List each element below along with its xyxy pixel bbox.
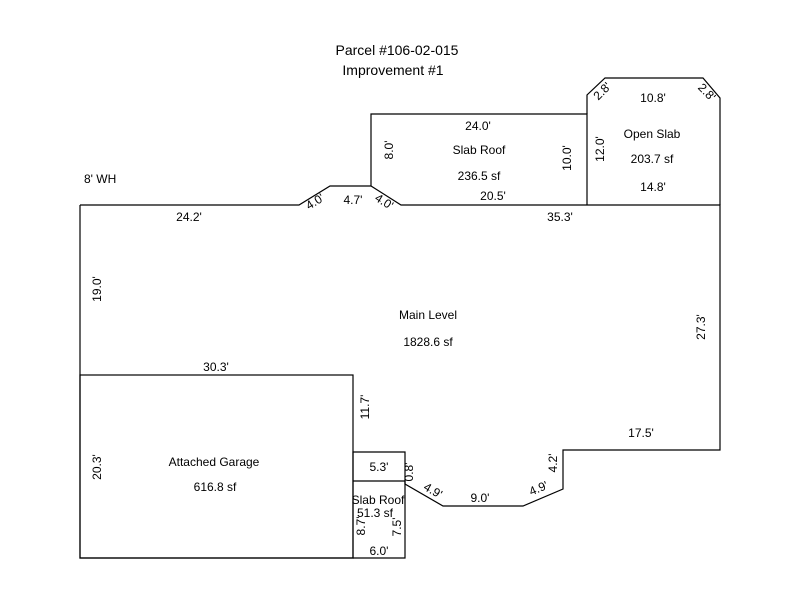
dim-open-slab-top: 10.8': [640, 91, 666, 105]
dim-open-slab-left: 12.0': [593, 136, 607, 162]
dim-slab-roof-right: 10.0': [560, 145, 574, 171]
parcel-title: Parcel #106-02-015: [336, 42, 459, 58]
dim-main-top-right: 35.3': [547, 210, 573, 224]
dim-small-slab-step: 0.8': [402, 463, 416, 482]
slab-roof-top-outline: [370, 113, 588, 205]
main-level-area: 1828.6 sf: [403, 335, 453, 349]
slab-roof-top-area: 236.5 sf: [458, 169, 501, 183]
dim-main-left: 19.0': [90, 276, 104, 302]
dim-small-slab-left: 8.7': [354, 517, 368, 536]
dim-garage-top: 30.3': [203, 360, 229, 374]
dim-small-slab-right: 7.5': [390, 518, 404, 537]
small-slab-roof-area: 51.3 sf: [357, 506, 394, 520]
improvement-subtitle: Improvement #1: [342, 62, 443, 78]
dim-main-right: 27.3': [694, 314, 708, 340]
dim-main-top-left: 24.2': [176, 210, 202, 224]
garage-area: 616.8 sf: [194, 480, 237, 494]
dim-open-slab-angle-left: 2.8': [591, 80, 614, 103]
dim-angle-right: 4.0': [372, 191, 396, 213]
main-level-label: Main Level: [399, 308, 457, 322]
dim-slab-roof-bottom: 20.5': [480, 189, 506, 203]
dim-small-slab-bottom: 6.0': [370, 544, 389, 558]
small-slab-roof-label: Slab Roof: [352, 493, 405, 507]
attached-garage-outline: [79, 374, 354, 559]
slab-roof-top-label: Slab Roof: [453, 143, 506, 157]
dim-bump-top: 4.7': [344, 193, 363, 207]
dim-angle-left: 4.0': [303, 191, 327, 213]
dim-notch-bottom: 17.5': [628, 426, 654, 440]
garage-label: Attached Garage: [169, 455, 260, 469]
dim-slab-roof-top: 24.0': [465, 119, 491, 133]
open-slab-label: Open Slab: [624, 127, 681, 141]
dim-open-slab-bottom: 14.8': [640, 180, 666, 194]
dim-open-slab-angle-right: 2.8': [695, 81, 718, 104]
wall-height-note: 8' WH: [84, 172, 116, 186]
dim-bay-left-angle: 4.9': [421, 480, 444, 502]
open-slab-area: 203.7 sf: [631, 152, 674, 166]
dim-garage-left: 20.3': [90, 454, 104, 480]
open-slab-outline: [586, 77, 721, 205]
small-slab-roof-outline: [353, 480, 406, 559]
dim-notch-vertical: 4.2': [546, 454, 560, 473]
dim-slab-roof-left: 8.0': [382, 141, 396, 160]
dim-garage-right: 11.7': [358, 395, 372, 420]
dim-bay-bottom: 9.0': [471, 491, 490, 505]
dim-bay-right-angle: 4.9': [527, 478, 550, 498]
dim-small-slab-top: 5.3': [370, 460, 389, 474]
